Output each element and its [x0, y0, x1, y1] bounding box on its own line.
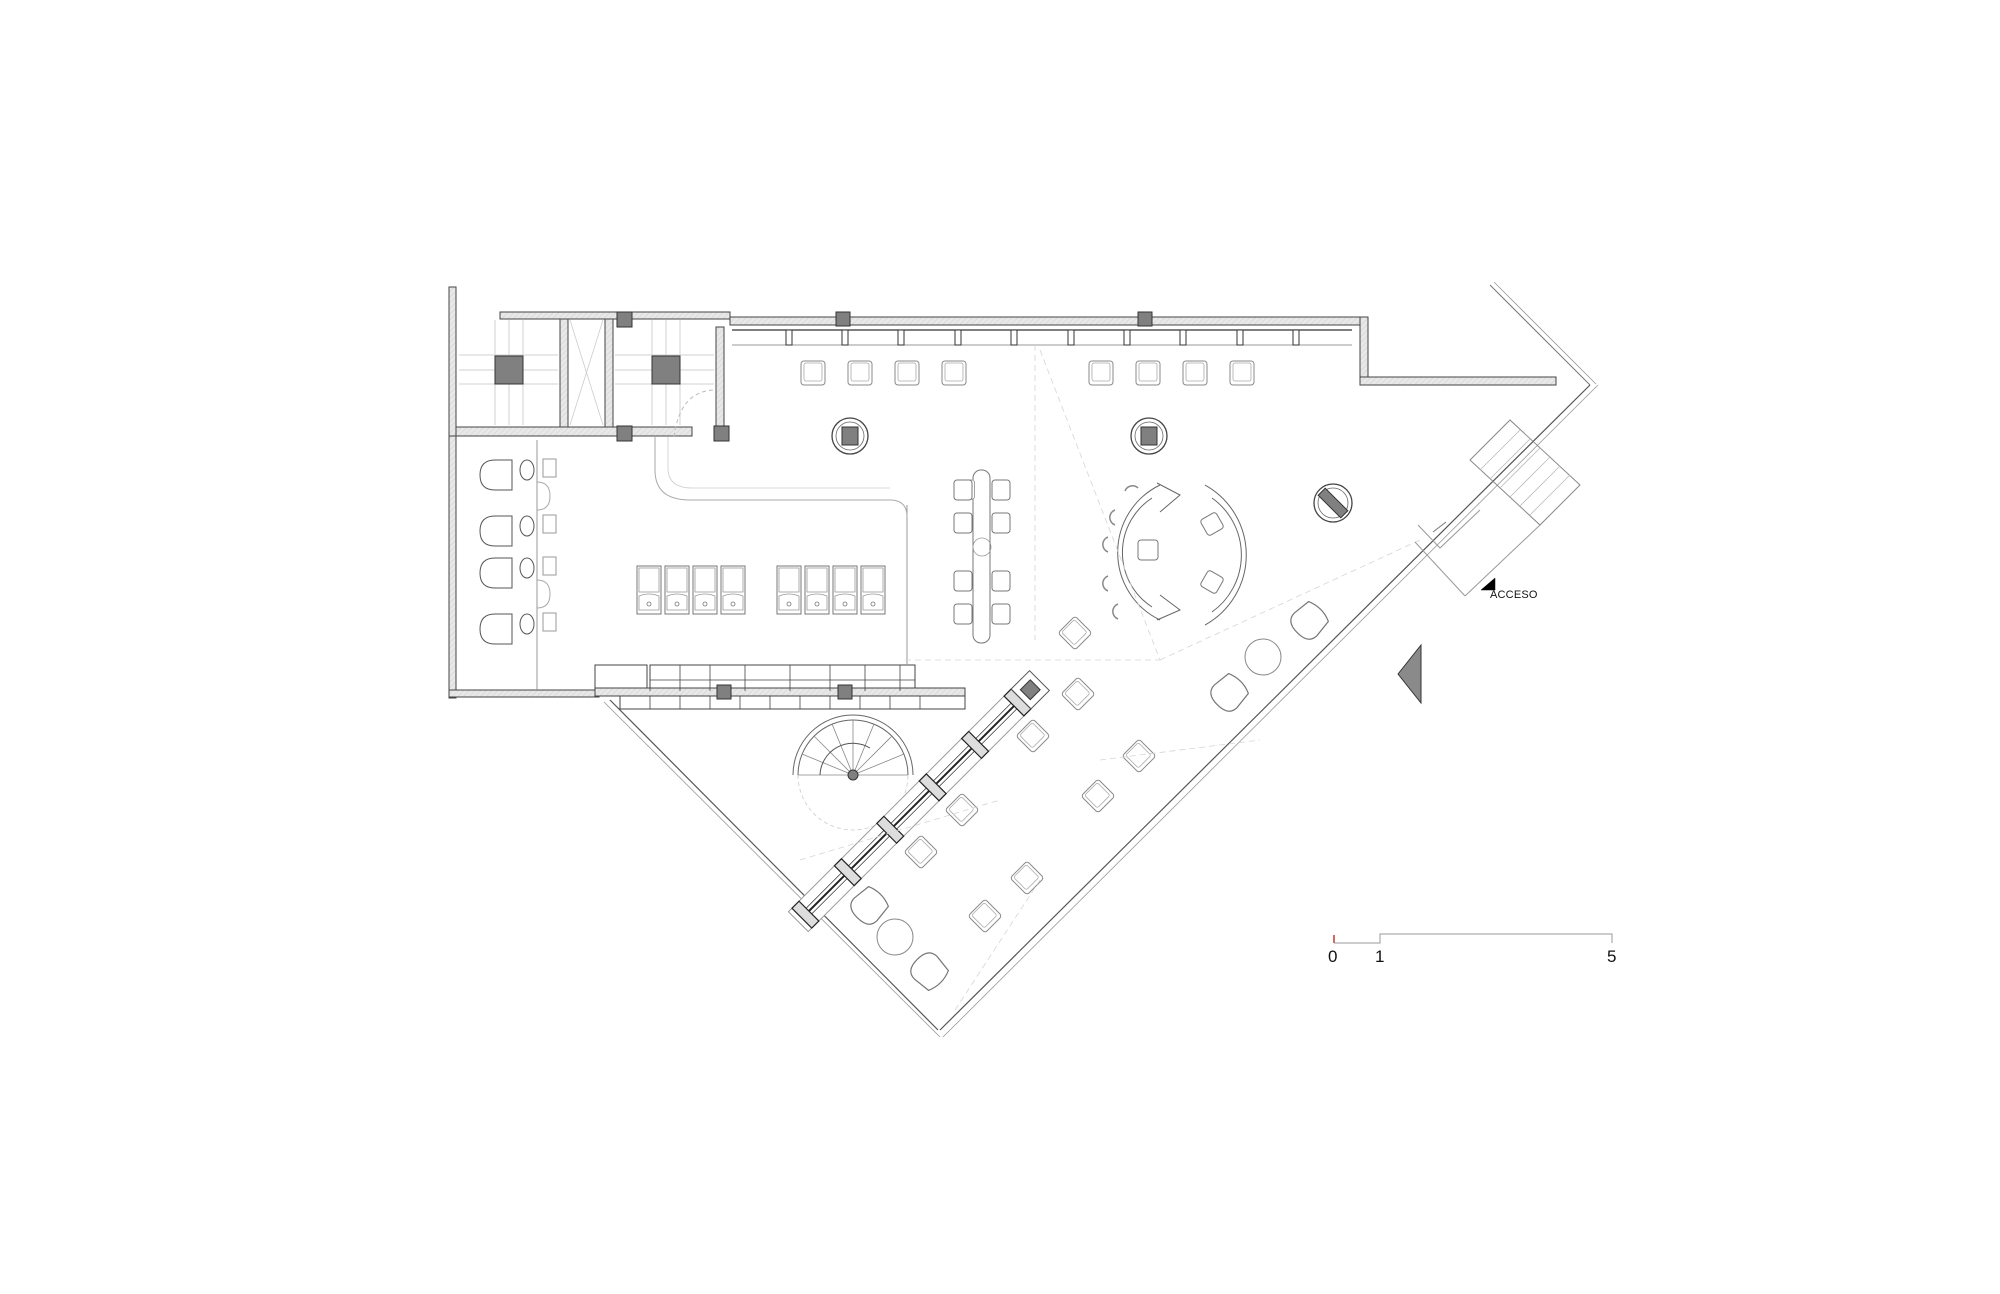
- light-lines: [799, 345, 1421, 1011]
- round-planters: [831, 417, 1353, 523]
- entrance-label: ACCESO: [1490, 589, 1538, 601]
- column: [494, 355, 524, 385]
- column: [1137, 311, 1153, 327]
- terrace-lounge: [845, 597, 1333, 995]
- column: [616, 425, 633, 442]
- central-table: [953, 469, 1011, 644]
- scale-tick-5: 5: [1607, 947, 1617, 966]
- column: [835, 311, 851, 327]
- outer-facade: [603, 281, 1599, 1038]
- north-wall: [729, 311, 1557, 386]
- column: [713, 425, 730, 442]
- entrance-stair: [1414, 419, 1581, 597]
- scale-tick-1: 1: [1375, 947, 1385, 966]
- restrooms: [448, 435, 600, 699]
- north-arrow: [1397, 643, 1422, 705]
- scale-bar: [1333, 933, 1613, 944]
- wash-stations: [636, 565, 886, 615]
- curved-sofas: [1102, 482, 1247, 626]
- toilets: [479, 459, 513, 645]
- column: [651, 355, 681, 385]
- counter-band: [594, 437, 966, 710]
- spiral-stair: [792, 714, 914, 831]
- long-bar-counter: [787, 669, 1051, 933]
- column: [716, 684, 732, 700]
- column: [837, 684, 853, 700]
- window-chairs: [800, 360, 1255, 386]
- column: [616, 311, 633, 328]
- scale-tick-0: 0: [1328, 947, 1338, 966]
